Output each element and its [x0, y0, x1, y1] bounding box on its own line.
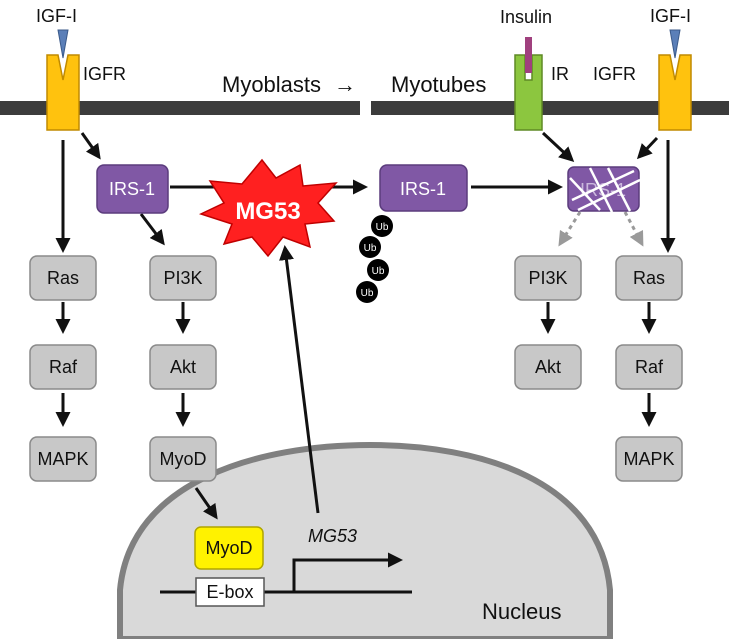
igfr-label-right: IGFR — [593, 64, 636, 84]
ras-left: Ras — [29, 255, 97, 301]
arrow-ir-to-degraded — [541, 131, 575, 163]
svg-text:Akt: Akt — [170, 357, 196, 377]
igfr-receptor-left — [46, 54, 80, 131]
transcription-start-arrow — [292, 552, 403, 592]
akt-right: Akt — [514, 344, 582, 390]
arrow-myod-to-nuclear-myod — [194, 487, 218, 520]
membrane-myotube — [371, 101, 729, 115]
svg-text:IRS-1: IRS-1 — [580, 180, 626, 200]
ebox-element: E-box — [195, 577, 265, 607]
dotted-arrow-to-ras-right — [623, 211, 644, 247]
svg-text:Ras: Ras — [47, 268, 79, 288]
svg-text:MG53: MG53 — [235, 198, 300, 225]
mg53-gene-label: MG53 — [308, 526, 357, 546]
degradation-crosshatch — [569, 167, 641, 213]
myoblasts-label: Myoblasts — [222, 72, 321, 97]
svg-text:E-box: E-box — [206, 582, 253, 602]
myod-left: MyoD — [149, 436, 217, 482]
mapk-left: MAPK — [29, 436, 97, 482]
transition-arrow: → — [334, 72, 356, 97]
ras-right: Ras — [615, 255, 683, 301]
svg-text:Ub: Ub — [372, 266, 385, 277]
insulin-ligand — [525, 37, 532, 73]
raf-left: Raf — [29, 344, 97, 390]
svg-text:MAPK: MAPK — [37, 449, 88, 469]
arrow-igfr-to-degraded — [636, 136, 659, 160]
svg-text:Akt: Akt — [535, 357, 561, 377]
arrow-igfr-to-irs1-left — [80, 132, 101, 160]
ubiquitin-chain: Ub Ub Ub Ub — [356, 215, 393, 303]
igf-ligand-left — [57, 29, 69, 59]
irs1-left: IRS-1 — [96, 164, 169, 214]
igfr-receptor-right — [658, 54, 692, 131]
svg-text:PI3K: PI3K — [528, 268, 567, 288]
svg-text:MAPK: MAPK — [623, 449, 674, 469]
mapk-right: MAPK — [615, 436, 683, 482]
irs1-degraded: IRS-1 — [567, 166, 641, 213]
arrow-mg53-gene-to-protein — [279, 245, 320, 514]
insulin-label: Insulin — [500, 7, 552, 27]
irs1-ubiquitinated: IRS-1 — [379, 164, 468, 212]
igf-label-left: IGF-I — [36, 6, 77, 26]
pi3k-right: PI3K — [514, 255, 582, 301]
svg-text:MyoD: MyoD — [205, 538, 252, 558]
svg-text:Ub: Ub — [361, 288, 374, 299]
myotubes-label: Myotubes — [391, 72, 486, 97]
igf-label-right: IGF-I — [650, 6, 691, 26]
raf-right: Raf — [615, 344, 683, 390]
ir-label: IR — [551, 64, 569, 84]
svg-text:PI3K: PI3K — [163, 268, 202, 288]
myod-nuclear: MyoD — [194, 526, 264, 570]
svg-text:Raf: Raf — [635, 357, 664, 377]
svg-text:Ub: Ub — [376, 222, 389, 233]
mg53-protein: MG53 — [198, 158, 338, 258]
svg-text:IRS-1: IRS-1 — [400, 179, 446, 199]
dotted-arrow-to-pi3k-right — [558, 211, 582, 247]
akt-left: Akt — [149, 344, 217, 390]
svg-text:Ub: Ub — [364, 243, 377, 254]
svg-text:IRS-1: IRS-1 — [109, 179, 155, 199]
svg-text:MyoD: MyoD — [159, 449, 206, 469]
nucleus-label: Nucleus — [482, 599, 561, 624]
igf-ligand-right — [669, 29, 681, 59]
svg-text:Raf: Raf — [49, 357, 78, 377]
pi3k-left: PI3K — [149, 255, 217, 301]
svg-text:Ras: Ras — [633, 268, 665, 288]
arrow-irs1-to-pi3k — [139, 213, 165, 246]
igfr-label-left: IGFR — [83, 64, 126, 84]
membrane-myoblast — [0, 101, 360, 115]
